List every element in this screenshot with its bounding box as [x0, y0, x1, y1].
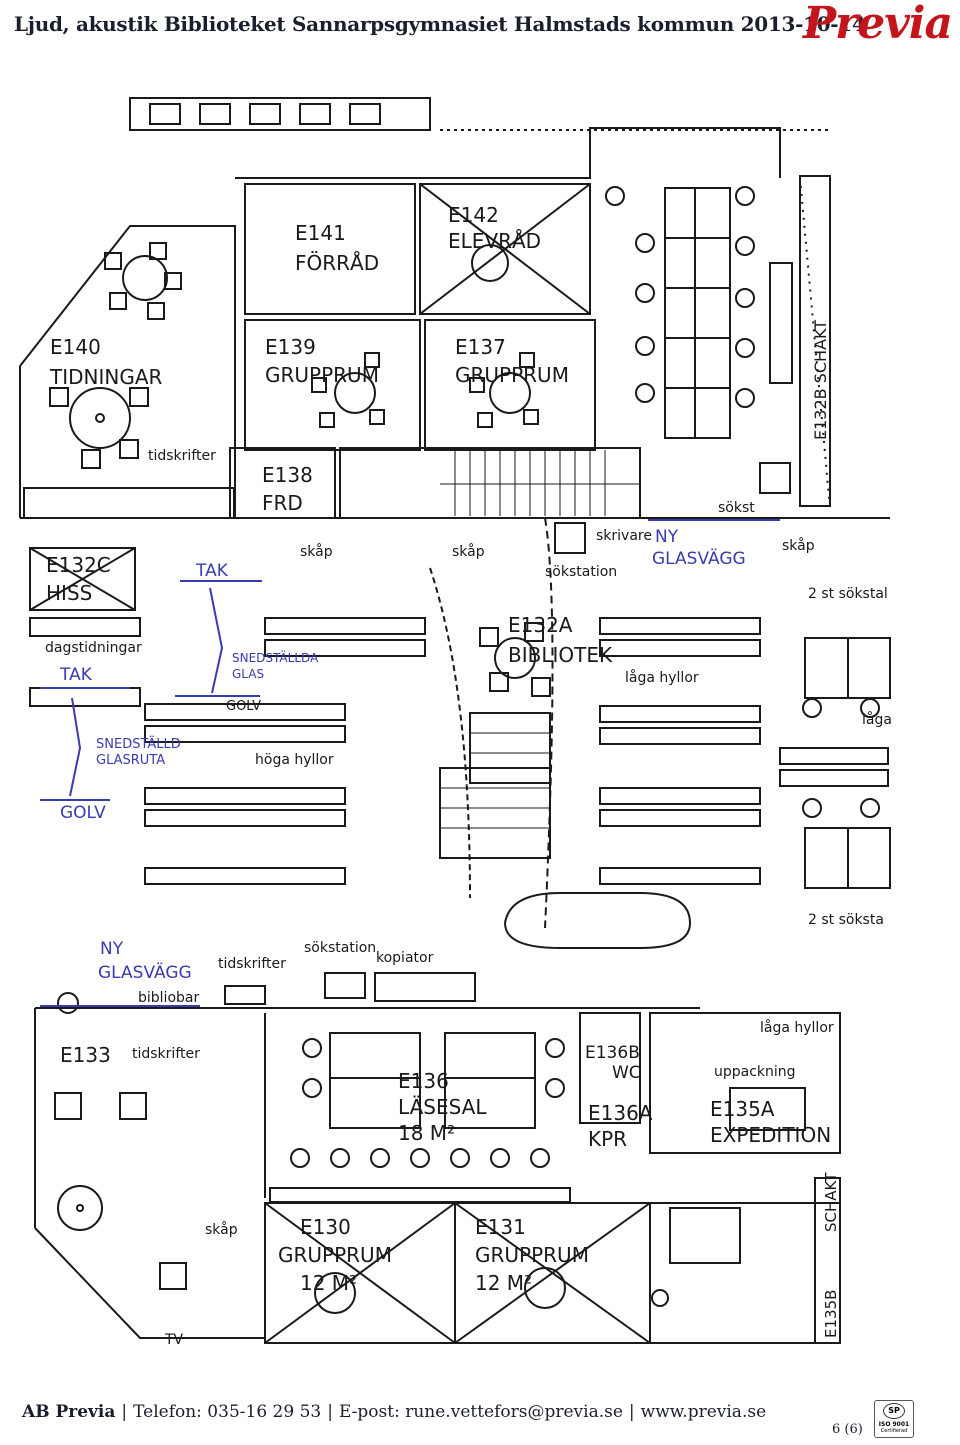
room-e132a-name: BIBLIOTEK [508, 643, 613, 667]
footer-email-link[interactable]: E-post: rune.vettefors@previa.se [338, 1402, 623, 1422]
annotation-golv-2: GOLV [60, 803, 106, 823]
annotation-ny-1: NY [655, 527, 679, 547]
label-uppackning: uppackning [714, 1064, 796, 1080]
room-e141-name: FÖRRÅD [295, 251, 379, 275]
room-e140-number: E140 [50, 335, 101, 359]
room-e131-number: E131 [475, 1215, 526, 1239]
room-e135a-name: EXPEDITION [710, 1123, 831, 1147]
label-laga-hyllor-1: låga hyllor [625, 669, 699, 686]
room-e136a-number: E136A [588, 1101, 653, 1125]
sp-certification-icon: SP [883, 1403, 905, 1419]
label-skap-3: skåp [782, 537, 815, 554]
room-e141-number: E141 [295, 221, 346, 245]
room-e137-number: E137 [455, 335, 506, 359]
room-e142-name: ELEVRÅD [448, 229, 541, 253]
room-e131-name: GRUPPRUM [475, 1243, 589, 1267]
room-e136-name: LÄSESAL [398, 1095, 487, 1119]
room-e136-area: 18 M² [398, 1121, 455, 1145]
label-skap-2: skåp [452, 543, 485, 560]
label-tidskrifter-low: tidskrifter [132, 1046, 200, 1062]
label-skrivare: skrivare [596, 528, 652, 544]
annotation-glasruta: GLASRUTA [96, 753, 165, 768]
page-header: Ljud, akustik Biblioteket Sannarpsgymnas… [0, 0, 960, 50]
label-sokstation-top: sökstation [545, 564, 617, 580]
room-e132a-number: E132A [508, 613, 573, 637]
document-title: Ljud, akustik Biblioteket Sannarpsgymnas… [14, 12, 866, 36]
certification-badge: SP ISO 9001 Certifierad [874, 1400, 914, 1438]
label-kopiator: kopiator [376, 950, 434, 966]
label-2-st-soksta: 2 st söksta [808, 912, 884, 928]
room-e135b-label: E135B [822, 1290, 840, 1338]
label-hoga-hyllor: höga hyllor [255, 752, 334, 768]
footer-company: AB Previa [22, 1402, 116, 1422]
room-e132b-label: E132B SCHAKT [811, 320, 830, 440]
certified-label: Certifierad [880, 1428, 908, 1434]
schakt-label: SCHAKT [822, 1172, 840, 1232]
floor-plan: E141 FÖRRÅD E142 ELEVRÅD E140 TIDNINGAR … [0, 48, 960, 1388]
annotation-ny-2: NY [100, 939, 124, 959]
room-e139-name: GRUPPRUM [265, 363, 379, 387]
footer-contact: AB Previa|Telefon: 035-16 29 53|E-post: … [22, 1402, 767, 1422]
room-e138-name: FRD [262, 491, 303, 515]
label-tv: TV [164, 1332, 184, 1348]
room-e140-name: TIDNINGAR [49, 365, 163, 389]
room-e136b-name: WC [612, 1063, 641, 1083]
footer-web-link[interactable]: www.previa.se [640, 1402, 767, 1422]
label-laga-hyllor-2: låga hyllor [760, 1019, 834, 1036]
annotation-glasvagg-2: GLASVÄGG [98, 962, 192, 983]
annotation-tak-2: TAK [59, 665, 93, 685]
annotation-snedstallda: SNEDSTÄLLDA [232, 650, 319, 665]
iso-label: ISO 9001 [878, 1421, 910, 1428]
label-dagstidningar: dagstidningar [45, 640, 142, 656]
room-e130-name: GRUPPRUM [278, 1243, 392, 1267]
annotation-glas: GLAS [232, 667, 264, 681]
footer-phone: Telefon: 035-16 29 53 [133, 1402, 322, 1422]
room-e130-area: 12 M² [300, 1271, 357, 1295]
floor-plan-drawing: E141 FÖRRÅD E142 ELEVRÅD E140 TIDNINGAR … [19, 97, 892, 1348]
label-2-st-sokstal: 2 st sökstal [808, 586, 888, 602]
label-laga-right: låga [862, 711, 892, 728]
room-e138-number: E138 [262, 463, 313, 487]
annotation-tak-1: TAK [195, 561, 229, 581]
page-number: 6 (6) [832, 1422, 863, 1437]
annotation-snedstalld: SNEDSTÄLLD [96, 736, 181, 752]
room-e130-number: E130 [300, 1215, 351, 1239]
room-e135a-number: E135A [710, 1097, 775, 1121]
annotation-glasvagg-1: GLASVÄGG [652, 548, 746, 569]
label-skap-1: skåp [300, 543, 333, 560]
label-tidskrifter-mid: tidskrifter [218, 956, 286, 972]
room-e131-area: 12 M² [475, 1271, 532, 1295]
label-bibliobar: bibliobar [138, 990, 199, 1006]
room-e136a-name: KPR [588, 1127, 627, 1151]
previa-logo: Previa [802, 0, 953, 49]
label-sokst: sökst [718, 500, 755, 516]
room-e136-number: E136 [398, 1069, 449, 1093]
room-e136b-number: E136B [585, 1043, 640, 1063]
room-e132c-name: HISS [46, 581, 92, 605]
label-sokstation-bottom: sökstation [304, 940, 376, 956]
room-e137-name: GRUPPRUM [455, 363, 569, 387]
room-e139-number: E139 [265, 335, 316, 359]
room-e132c-number: E132C [46, 553, 111, 577]
page-footer: AB Previa|Telefon: 035-16 29 53|E-post: … [0, 1392, 960, 1445]
label-skap-4: skåp [205, 1221, 238, 1238]
room-e142-number: E142 [448, 203, 499, 227]
annotation-golv-1: GOLV [226, 699, 261, 714]
room-e133-number: E133 [60, 1043, 111, 1067]
label-tidskrifter-top: tidskrifter [148, 448, 216, 464]
